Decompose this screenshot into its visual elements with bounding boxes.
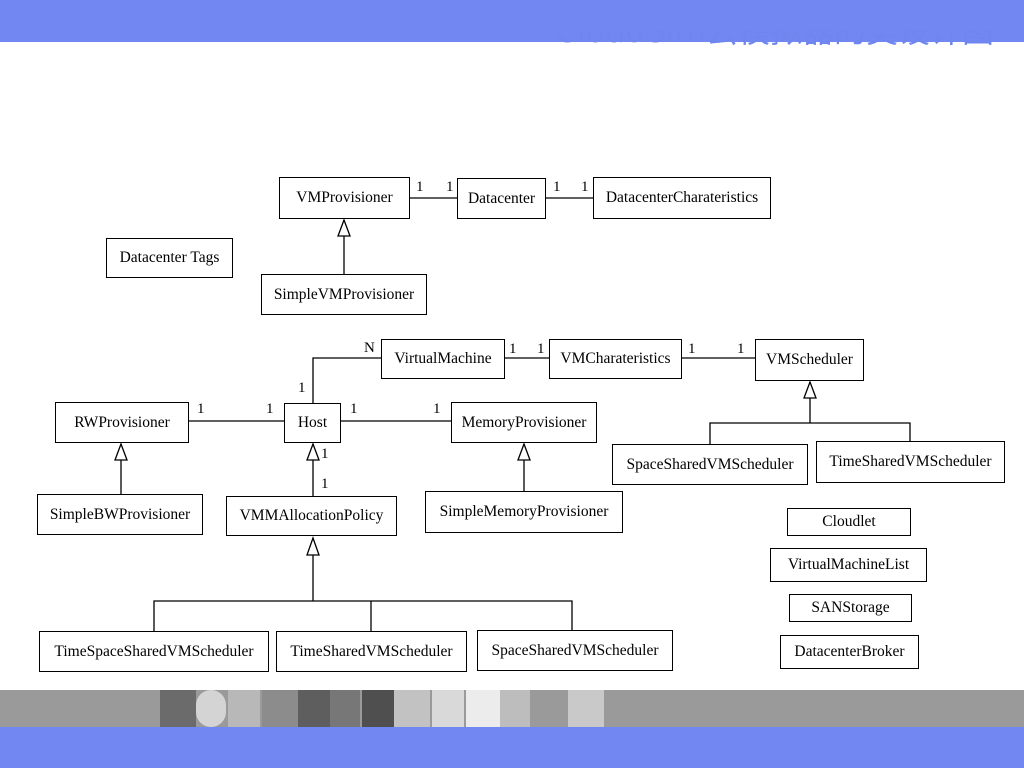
bottom-banner — [0, 727, 1024, 768]
class-spacesharedvmscheduler-right: SpaceSharedVMScheduler — [612, 444, 808, 485]
class-vmcharacteristics: VMCharateristics — [549, 339, 682, 379]
slide-title: CloudSim云模拟器的类设计图 — [554, 30, 994, 50]
class-virtualmachine: VirtualMachine — [381, 339, 505, 379]
mult-vmchars-sched-b: 1 — [737, 341, 745, 357]
class-datacenter-characteristics: DatacenterCharateristics — [593, 177, 771, 219]
class-simplememoryprovisioner: SimpleMemoryProvisioner — [425, 491, 623, 533]
mult-rw-host-a: 1 — [197, 401, 205, 417]
inheritance-arrow-vmscheduler — [803, 380, 817, 399]
mult-rw-host-b: 1 — [266, 401, 274, 417]
class-timesharedvmscheduler-bottom: TimeSharedVMScheduler — [276, 631, 467, 672]
mult-vm-vmchars-a: 1 — [509, 341, 517, 357]
mult-vmprov-dc-a: 1 — [416, 179, 424, 195]
class-memoryprovisioner: MemoryProvisioner — [451, 402, 597, 443]
inheritance-arrow-rwprovisioner — [114, 442, 128, 461]
mult-vm-vmchars-b: 1 — [537, 341, 545, 357]
class-datacenter: Datacenter — [457, 178, 546, 219]
inheritance-arrow-memoryprovisioner — [517, 442, 531, 461]
class-sanstorage: SANStorage — [789, 594, 912, 622]
class-simplebwprovisioner: SimpleBWProvisioner — [37, 494, 203, 535]
class-vmscheduler: VMScheduler — [755, 339, 864, 381]
class-datacenter-tags: Datacenter Tags — [106, 238, 233, 278]
generalization-vmm-branches — [153, 600, 573, 631]
mult-vmprov-dc-b: 1 — [446, 179, 454, 195]
mult-dc-chars-b: 1 — [581, 179, 589, 195]
top-banner — [0, 0, 1024, 42]
mult-host-vmm-a: 1 — [321, 446, 329, 462]
class-vmprovisioner: VMProvisioner — [279, 177, 410, 219]
class-vmmallocationpolicy: VMMAllocationPolicy — [226, 496, 397, 536]
class-spacesharedvmscheduler-bottom: SpaceSharedVMScheduler — [477, 630, 673, 671]
mult-host-vmm-b: 1 — [321, 476, 329, 492]
mult-dc-chars-a: 1 — [553, 179, 561, 195]
mult-vmchars-sched-a: 1 — [688, 341, 696, 357]
inheritance-arrow-host — [306, 442, 320, 461]
inheritance-arrow-vmprovisioner — [337, 218, 351, 237]
class-cloudlet: Cloudlet — [787, 508, 911, 536]
mult-host-vm-n: N — [364, 340, 375, 356]
mult-host-mem-b: 1 — [433, 401, 441, 417]
mult-host-vm-1: 1 — [298, 380, 306, 396]
generalization-vmscheduler-branches — [709, 422, 911, 444]
class-timesharedvmscheduler-right: TimeSharedVMScheduler — [816, 441, 1005, 483]
class-datacenterbroker: DatacenterBroker — [780, 635, 919, 669]
class-rwprovisioner: RWProvisioner — [55, 402, 189, 443]
mult-host-mem-a: 1 — [350, 401, 358, 417]
decorative-image-strip — [0, 690, 1024, 727]
inheritance-arrow-vmmallocationpolicy — [306, 536, 320, 556]
class-virtualmachinelist: VirtualMachineList — [770, 548, 927, 582]
class-simplevmprovisioner: SimpleVMProvisioner — [261, 274, 427, 315]
class-timespacesharedvmscheduler: TimeSpaceSharedVMScheduler — [39, 631, 269, 672]
assoc-host-virtualmachine — [312, 357, 381, 403]
class-host: Host — [284, 403, 341, 443]
